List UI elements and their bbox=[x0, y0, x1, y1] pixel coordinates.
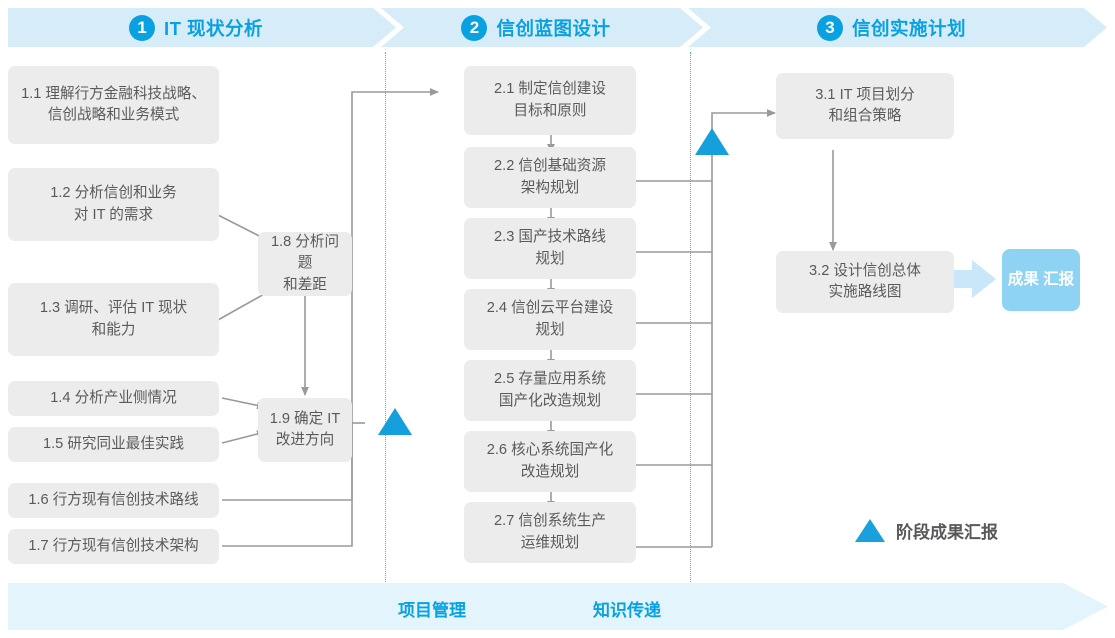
task-line: 2.3 国产技术路线 bbox=[494, 229, 606, 246]
task-line: 3.1 IT 项目划分 bbox=[815, 86, 915, 103]
task-line: 1.3 调研、评估 IT 现状 bbox=[39, 300, 188, 317]
bottom-label-knowledge-transfer: 知识传递 bbox=[593, 601, 661, 620]
task-line: 规划 bbox=[535, 250, 565, 267]
task-box-3-1[interactable]: 3.1 IT 项目划分 和组合策略 bbox=[776, 73, 954, 139]
task-line: 国产化改造规划 bbox=[498, 392, 602, 409]
task-line: 1.1 理解行方金融科技战略、 bbox=[21, 85, 206, 102]
task-box-1-8[interactable]: 1.8 分析问题 和差距 bbox=[258, 232, 352, 296]
task-line: 实施路线图 bbox=[828, 284, 902, 300]
legend-label: 阶段成果汇报 bbox=[896, 523, 998, 542]
task-line: 1.8 分析问题 bbox=[270, 234, 340, 272]
task-line: 2.4 信创云平台建设 bbox=[486, 300, 614, 317]
task-line: 和差距 bbox=[283, 276, 327, 293]
task-line: 2.1 制定信创建设 bbox=[494, 81, 606, 98]
task-line: 1.4 分析产业侧情况 bbox=[50, 389, 177, 406]
milestone-triangle-phase1-icon bbox=[378, 408, 412, 435]
task-line: 规划 bbox=[535, 321, 565, 338]
phase-band-1: 1 IT 现状分析 bbox=[8, 8, 396, 47]
task-box-2-4[interactable]: 2.4 信创云平台建设 规划 bbox=[464, 289, 636, 350]
phase-title-1: IT 现状分析 bbox=[163, 17, 264, 39]
task-line: 1.5 研究同业最佳实践 bbox=[42, 435, 185, 452]
phase-divider-2 bbox=[690, 52, 691, 586]
task-line: 2.5 存量应用系统 bbox=[494, 371, 606, 388]
task-box-1-4[interactable]: 1.4 分析产业侧情况 bbox=[8, 381, 219, 416]
task-box-1-1[interactable]: 1.1 理解行方金融科技战略、 信创战略和业务模式 bbox=[8, 66, 219, 144]
task-box-1-5[interactable]: 1.5 研究同业最佳实践 bbox=[8, 427, 219, 462]
task-box-1-7[interactable]: 1.7 行方现有信创技术架构 bbox=[8, 529, 219, 564]
task-line: 改进方向 bbox=[275, 432, 335, 448]
task-box-2-3[interactable]: 2.3 国产技术路线 规划 bbox=[464, 218, 636, 279]
task-line: 改造规划 bbox=[520, 463, 580, 480]
result-line: 成果 bbox=[1007, 271, 1039, 289]
task-box-2-2[interactable]: 2.2 信创基础资源 架构规划 bbox=[464, 147, 636, 208]
phase-divider-1 bbox=[385, 52, 386, 586]
task-box-3-2[interactable]: 3.2 设计信创总体 实施路线图 bbox=[776, 251, 954, 313]
task-box-2-5[interactable]: 2.5 存量应用系统 国产化改造规划 bbox=[464, 360, 636, 421]
result-line: 汇报 bbox=[1043, 271, 1075, 289]
task-line: 2.6 核心系统国产化 bbox=[486, 442, 614, 459]
phase-title-2: 信创蓝图设计 bbox=[496, 17, 611, 39]
phase-title-3: 信创实施计划 bbox=[851, 17, 966, 39]
task-box-1-2[interactable]: 1.2 分析信创和业务 对 IT 的需求 bbox=[8, 168, 219, 241]
phase-number-3: 3 bbox=[816, 14, 843, 41]
task-line: 2.7 信创系统生产 bbox=[494, 513, 606, 530]
task-line: 1.2 分析信创和业务 bbox=[50, 185, 177, 202]
bottom-label-project-management: 项目管理 bbox=[398, 601, 466, 620]
result-report-chip[interactable]: 成果 汇报 bbox=[1002, 249, 1080, 311]
task-box-1-3[interactable]: 1.3 调研、评估 IT 现状 和能力 bbox=[8, 283, 219, 356]
task-line: 架构规划 bbox=[520, 179, 580, 196]
task-line: 和组合策略 bbox=[828, 108, 902, 124]
task-box-2-6[interactable]: 2.6 核心系统国产化 改造规划 bbox=[464, 431, 636, 492]
task-line: 运维规划 bbox=[520, 534, 580, 551]
bottom-band bbox=[8, 583, 1108, 630]
task-line: 1.7 行方现有信创技术架构 bbox=[28, 537, 199, 554]
task-box-2-7[interactable]: 2.7 信创系统生产 运维规划 bbox=[464, 502, 636, 563]
task-line: 1.9 确定 IT bbox=[269, 410, 341, 427]
task-line: 3.2 设计信创总体 bbox=[809, 262, 921, 279]
task-box-2-1[interactable]: 2.1 制定信创建设 目标和原则 bbox=[464, 66, 636, 135]
task-box-1-9[interactable]: 1.9 确定 IT 改进方向 bbox=[258, 398, 352, 462]
task-line: 信创战略和业务模式 bbox=[47, 107, 180, 123]
milestone-triangle-phase2-icon bbox=[695, 128, 729, 155]
task-line: 2.2 信创基础资源 bbox=[494, 158, 606, 175]
phase-band-2: 2 信创蓝图设计 bbox=[381, 8, 703, 47]
phase-number-2: 2 bbox=[461, 14, 488, 41]
result-arrow-icon bbox=[940, 260, 996, 298]
task-line: 目标和原则 bbox=[513, 102, 587, 119]
task-line: 和能力 bbox=[91, 321, 136, 338]
task-line: 1.6 行方现有信创技术路线 bbox=[28, 491, 199, 508]
task-box-1-6[interactable]: 1.6 行方现有信创技术路线 bbox=[8, 483, 219, 518]
phase-number-1: 1 bbox=[128, 14, 155, 41]
task-line: 对 IT 的需求 bbox=[73, 206, 154, 223]
phase-band-3: 3 信创实施计划 bbox=[688, 8, 1107, 47]
legend: 阶段成果汇报 bbox=[855, 518, 998, 543]
milestone-triangle-icon bbox=[855, 519, 885, 542]
